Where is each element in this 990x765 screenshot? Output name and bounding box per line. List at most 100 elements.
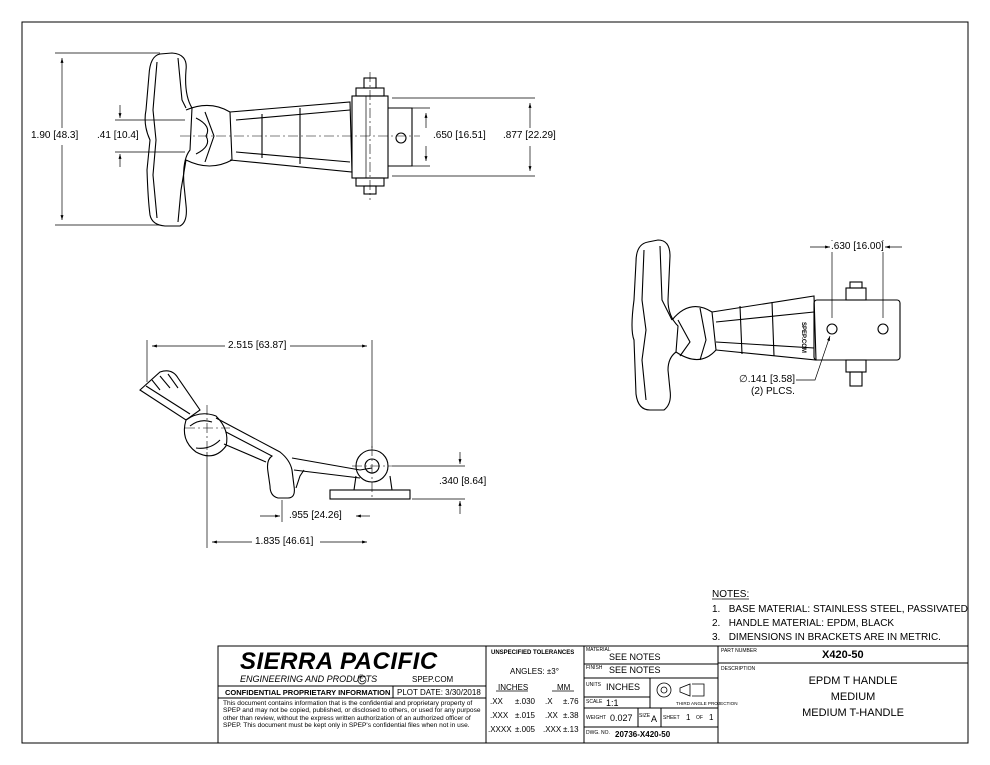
scale-value: 1:1 — [606, 698, 619, 708]
dim-pivot-distance: 1.835 [46.61] — [254, 536, 315, 547]
bracket-engraving: SPEP.COM — [800, 322, 806, 353]
note-text: DIMENSIONS IN BRACKETS ARE IN METRIC. — [728, 632, 941, 643]
plot-date: PLOT DATE: 3/30/2018 — [397, 688, 481, 697]
tol-value: ±.005 — [515, 725, 535, 734]
dim-metric: [22.29] — [525, 130, 556, 141]
inches-label: INCHES — [498, 683, 529, 692]
dim-overall-length: 2.515 [63.87] — [227, 340, 288, 351]
dim-metric: [63.87] — [255, 340, 287, 351]
note-text: HANDLE MATERIAL: EPDM, BLACK — [728, 618, 895, 629]
sheet-total: 1 — [709, 713, 714, 722]
notes-heading: NOTES: — [712, 589, 750, 600]
confidential-label: CONFIDENTIAL PROPRIETARY INFORMATION — [225, 688, 391, 697]
dim-bracket-inner: .650 [16.51] — [432, 130, 487, 141]
tol-value: ±.015 — [515, 711, 535, 720]
dim-hook-offset: .955 [24.26] — [288, 510, 343, 521]
dim-value: 1.835 — [255, 536, 281, 547]
sheet-value: 1 — [686, 713, 691, 722]
dim-value: ∅.141 — [739, 374, 768, 385]
description-line: EPDM T HANDLE — [808, 675, 898, 687]
dim-metric: [16.00] — [853, 241, 884, 252]
dim-value: .340 — [439, 476, 459, 487]
dim-metric: [16.51] — [455, 130, 486, 141]
plot-date-value: 3/30/2018 — [445, 688, 481, 697]
company-logo: SIERRA PACIFIC — [240, 648, 438, 675]
note-item: 2. HANDLE MATERIAL: EPDM, BLACK — [712, 618, 894, 629]
scale-label: SCALE — [586, 699, 603, 705]
dim-hole-count: (2) PLCS. — [750, 386, 796, 397]
dim-metric: [46.61] — [282, 536, 314, 547]
units-label: UNITS — [586, 682, 601, 688]
note-text: BASE MATERIAL: STAINLESS STEEL, PASSIVAT… — [728, 604, 968, 615]
tol-format: .XX — [490, 697, 503, 706]
registered-icon — [357, 675, 367, 685]
dim-value: .650 — [433, 130, 453, 141]
dwg-no-value: 20736-X420-50 — [615, 730, 671, 739]
units-value: INCHES — [606, 682, 641, 692]
material-label: MATERIAL — [586, 647, 611, 653]
tol-format: .X — [545, 697, 553, 706]
plot-date-label: PLOT DATE: — [397, 688, 443, 697]
note-number: 2. — [712, 618, 721, 629]
dim-value: 2.515 — [228, 340, 254, 351]
dim-hole-diameter: ∅.141 [3.58] — [738, 374, 796, 385]
tol-value: ±.76 — [563, 697, 579, 706]
dim-metric: [8.64] — [461, 476, 487, 487]
part-number-value: X420-50 — [822, 649, 864, 661]
sheet-label: SHEET — [663, 715, 680, 721]
dim-value: .877 — [503, 130, 523, 141]
tol-row: .XX — [490, 697, 503, 706]
angles-tolerance: ANGLES: ±3° — [510, 667, 559, 676]
dim-metric: [48.3] — [53, 130, 79, 141]
note-number: 3. — [712, 632, 721, 643]
tol-value: ±.38 — [563, 711, 579, 720]
dim-bracket-outer: .877 [22.29] — [502, 130, 557, 141]
side-view — [139, 370, 411, 500]
note-item: 1. BASE MATERIAL: STAINLESS STEEL, PASSI… — [712, 604, 968, 615]
tol-value: ±.030 — [515, 697, 535, 706]
company-subtitle: ENGINEERING AND PRODUCTS — [240, 674, 378, 684]
dim-neck: .41 [10.4] — [96, 130, 140, 141]
dim-pivot-height: .340 [8.64] — [438, 476, 488, 487]
dim-hole-spacing: .630 [16.00] — [830, 241, 885, 252]
dim-value: 1.90 — [31, 130, 51, 141]
tol-format: .XXX — [490, 711, 509, 720]
finish-value: SEE NOTES — [609, 665, 661, 675]
weight-value: 0.027 — [610, 713, 633, 723]
part-number-label: PART NUMBER — [721, 648, 757, 654]
note-number: 1. — [712, 604, 721, 615]
dim-metric: [10.4] — [113, 130, 139, 141]
of-label: OF — [696, 715, 703, 721]
mm-label: MM — [557, 683, 571, 692]
projection-label: THIRD ANGLE PROJECTION — [676, 701, 738, 706]
dim-metric: [24.26] — [311, 510, 342, 521]
weight-label: WEIGHT — [586, 715, 606, 721]
third-angle-projection-icon — [656, 682, 705, 698]
dim-value: .41 — [97, 130, 111, 141]
description-label: DESCRIPTION — [721, 666, 756, 672]
note-item: 3. DIMENSIONS IN BRACKETS ARE IN METRIC. — [712, 632, 941, 643]
registered-mark: ® — [359, 675, 364, 681]
material-value: SEE NOTES — [609, 652, 661, 662]
disclaimer-text: This document contains information that … — [223, 700, 481, 730]
finish-label: FINISH — [586, 665, 603, 671]
dim-value: .955 — [289, 510, 309, 521]
iso-view — [631, 239, 901, 411]
tol-format: .XX — [545, 711, 558, 720]
title-block-grid — [217, 645, 969, 744]
tol-value: ±.13 — [563, 725, 579, 734]
dwg-no-label: DWG. NO. — [586, 730, 610, 736]
tol-format: .XXXX — [488, 725, 512, 734]
company-website: SPEP.COM — [412, 675, 454, 684]
description-line: MEDIUM T-HANDLE — [802, 707, 904, 719]
size-value: A — [651, 714, 658, 724]
dim-value: .630 — [831, 241, 851, 252]
top-view — [144, 52, 413, 227]
description-line: MEDIUM — [830, 691, 876, 703]
dim-metric: [3.58] — [769, 374, 795, 385]
size-label: SIZE — [639, 713, 651, 719]
tol-format: .XXX — [543, 725, 562, 734]
dim-overall-height: 1.90 [48.3] — [30, 130, 80, 141]
tolerances-label: UNSPECIFIED TOLERANCES — [491, 650, 575, 656]
